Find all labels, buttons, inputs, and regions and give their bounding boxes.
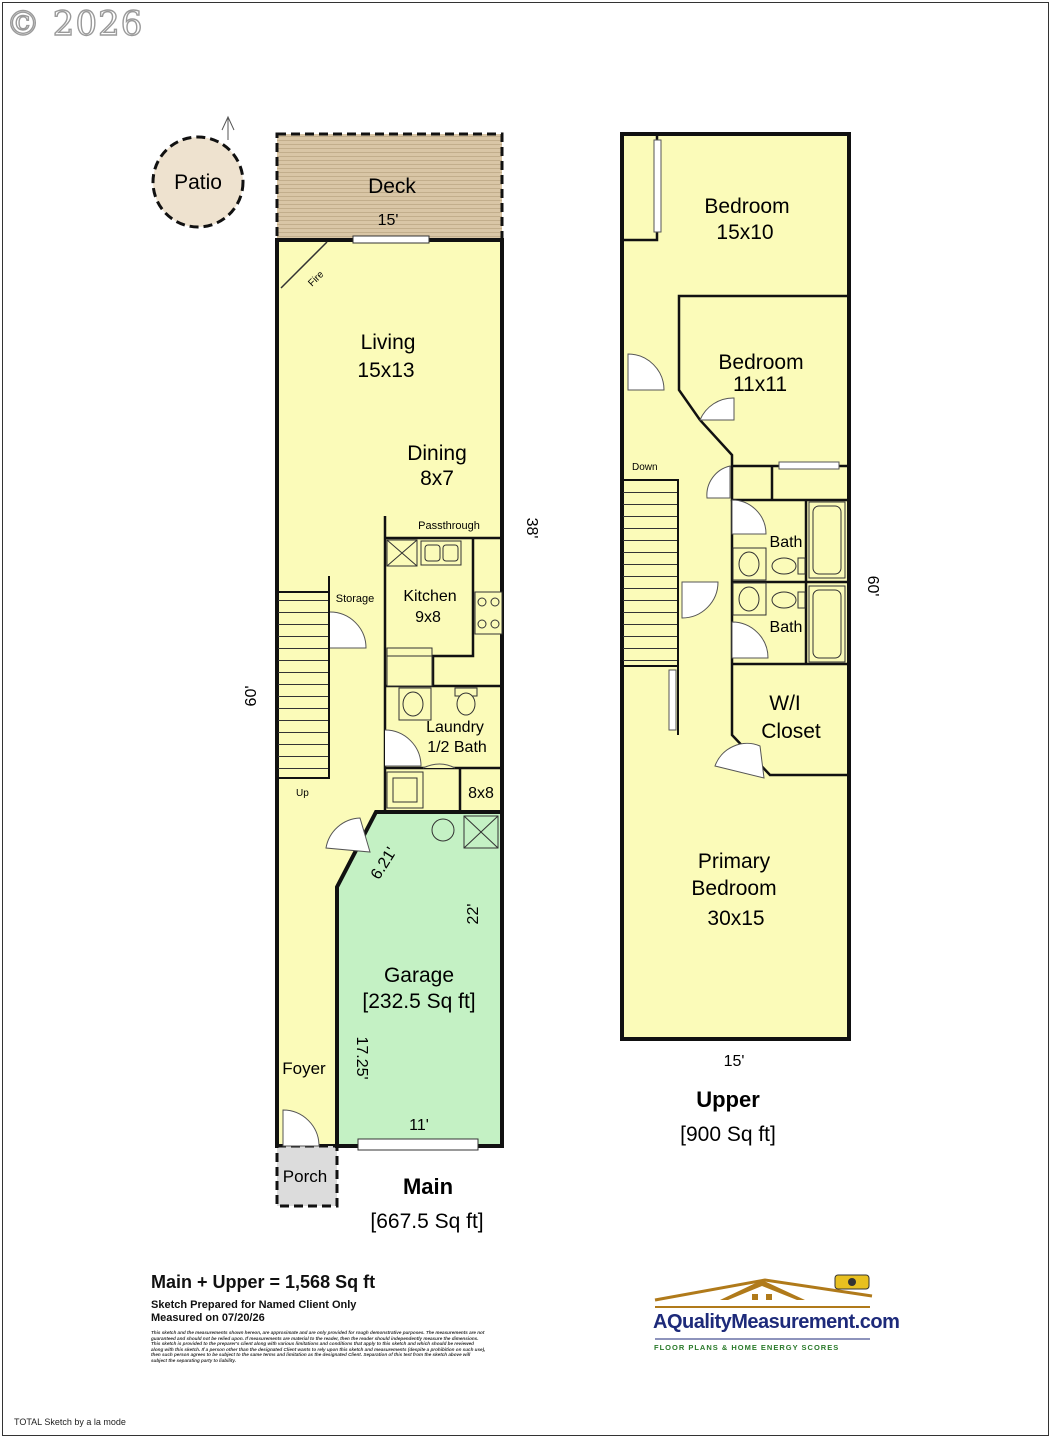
dim-garage-17: 17.25' — [353, 1036, 370, 1079]
bedroom2-size: 11x11 — [733, 373, 787, 396]
bedroom1-size: 15x10 — [716, 221, 773, 244]
main-floor-title: Main — [403, 1174, 453, 1199]
primary-name: Primary — [698, 850, 771, 873]
foyer-label: Foyer — [282, 1059, 326, 1078]
upper-dimensions: 60' 15' — [724, 576, 881, 1070]
bath1-label: Bath — [770, 534, 803, 551]
closet-8x8-label: 8x8 — [468, 785, 494, 802]
total-area: Main + Upper = 1,568 Sq ft — [151, 1272, 376, 1292]
main-stairs: Up — [276, 576, 330, 799]
upper-room-labels: Bedroom 15x10 Bedroom 11x11 Bath Bath W/… — [691, 195, 821, 930]
laundry-name: Laundry — [426, 719, 484, 736]
kitchen-name: Kitchen — [403, 588, 456, 605]
company-logo-icon — [654, 1274, 873, 1340]
living-size: 15x13 — [357, 359, 414, 382]
deck-area: Deck 15' — [275, 132, 504, 242]
dim-upper-bottom-15: 15' — [724, 1053, 745, 1070]
company-logo-name: AQualityMeasurement.com — [653, 1311, 900, 1333]
patio-label: Patio — [174, 171, 222, 194]
deck-width-dimension: 15' — [378, 212, 399, 229]
dim-garage-11: 11' — [409, 1117, 429, 1134]
floor-titles: Main [667.5 Sq ft] Upper [900 Sq ft] — [370, 1087, 775, 1233]
storage-label: Storage — [336, 593, 375, 605]
dining-size: 8x7 — [420, 467, 454, 490]
stairs-down-label: Down — [632, 462, 658, 473]
dim-garage-22: 22' — [465, 904, 482, 925]
bedroom2-name: Bedroom — [718, 351, 803, 374]
garage-name: Garage — [384, 964, 454, 987]
laundry-sub: 1/2 Bath — [427, 739, 487, 756]
storage-door — [329, 611, 367, 649]
garage-area — [325, 810, 504, 1151]
dining-name: Dining — [407, 442, 467, 465]
laundry-fixtures — [384, 687, 478, 809]
upper-doors — [627, 139, 840, 779]
software-credit: TOTAL Sketch by a la mode — [14, 1417, 126, 1427]
stairs-up-label: Up — [296, 788, 309, 799]
kitchen-fixtures — [386, 539, 503, 687]
upper-bath-fixtures — [732, 501, 846, 663]
passthrough-label: Passthrough — [418, 520, 480, 532]
bath2-label: Bath — [770, 619, 803, 636]
main-room-labels: Living 15x13 Dining 8x7 Passthrough Stor… — [282, 331, 494, 1078]
primary-size: 30x15 — [707, 907, 764, 930]
measured-on-note: Measured on 07/20/26 — [151, 1312, 265, 1324]
kitchen-size: 9x8 — [415, 609, 441, 626]
bedroom1-name: Bedroom — [704, 195, 789, 218]
dim-right-38: 38' — [523, 518, 540, 539]
main-floor-area: [667.5 Sq ft] — [370, 1210, 483, 1233]
living-name: Living — [361, 331, 416, 354]
patio-area: Patio — [151, 135, 245, 229]
primary-sub: Bedroom — [691, 877, 776, 900]
company-logo-tagline: FLOOR PLANS & HOME ENERGY SCORES — [654, 1343, 840, 1352]
north-arrow-icon — [221, 115, 235, 140]
dim-upper-right-60: 60' — [864, 576, 881, 597]
upper-floor-title: Upper — [696, 1087, 760, 1112]
disclaimer-text: This sketch and the measurements shown h… — [151, 1330, 486, 1363]
upper-stairs: Down — [621, 462, 679, 735]
upper-floor-area: [900 Sq ft] — [680, 1123, 776, 1146]
copyright-watermark: © 2026 — [5, 3, 144, 44]
wi-closet-name: W/I — [769, 692, 801, 715]
prepared-for-note: Sketch Prepared for Named Client Only — [151, 1299, 357, 1311]
garage-area-label: [232.5 Sq ft] — [362, 990, 475, 1013]
dim-left-60: 60' — [243, 686, 260, 707]
deck-label: Deck — [368, 175, 416, 198]
wi-closet-sub: Closet — [761, 720, 821, 743]
porch-label: Porch — [283, 1167, 327, 1186]
